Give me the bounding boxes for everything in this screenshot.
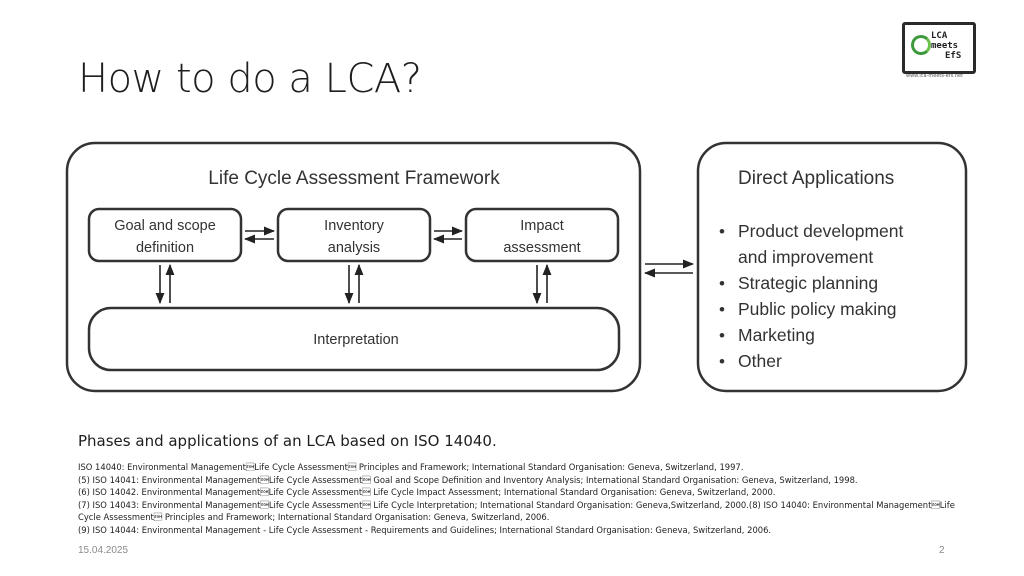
slide-page-number: 2 [939, 545, 945, 556]
goal-scope-label-1: Goal and scope [114, 218, 216, 234]
application-bullet: • [719, 352, 725, 371]
application-bullet: • [719, 274, 725, 293]
impact-label-1: Impact [520, 218, 564, 234]
reference-item: (5) ISO 14041: Environmental Management… [78, 474, 858, 485]
goal-scope-label-2: definition [136, 240, 194, 256]
logo-line-2: meets [931, 41, 959, 51]
applications-box [696, 141, 968, 393]
goal-scope-box [87, 207, 243, 263]
application-item: and improvement [738, 247, 873, 267]
diagram-caption: Phases and applications of an LCA based … [78, 432, 497, 450]
references-list: ISO 14040: Environmental ManagementLife… [78, 461, 978, 537]
logo-line-3: EfS [945, 51, 962, 61]
logo-line-1: LCA [931, 31, 948, 41]
application-item: Public policy making [738, 299, 897, 319]
slide-title: How to do a LCA? [78, 56, 422, 102]
application-bullet: • [719, 300, 725, 319]
application-item: Strategic planning [738, 273, 878, 293]
framework-title: Life Cycle Assessment Framework [208, 168, 500, 189]
impact-box [464, 207, 620, 263]
interpretation-box [87, 306, 621, 372]
application-item: Marketing [738, 325, 815, 345]
impact-label-2: assessment [503, 240, 580, 256]
interpretation-label: Interpretation [313, 332, 398, 348]
application-bullet: • [719, 222, 725, 241]
reference-item: (7) ISO 14043: Environmental Management… [78, 499, 955, 523]
logo-frame: LCA meets EfS [902, 22, 976, 74]
applications-title: Direct Applications [738, 168, 894, 189]
application-item: Product development [738, 221, 904, 241]
inventory-label-1: Inventory [324, 218, 384, 234]
recycle-icon [911, 35, 931, 55]
inventory-label-2: analysis [328, 240, 380, 256]
reference-item: (9) ISO 14044: Environmental Management … [78, 524, 772, 535]
application-item: Other [738, 351, 782, 371]
slide-date: 15.04.2025 [78, 545, 129, 556]
inventory-box [276, 207, 432, 263]
lca-meets-efs-logo: LCA meets EfS www.lca-meets-efs.net [902, 22, 976, 80]
reference-item: ISO 14040: Environmental ManagementLife… [78, 462, 744, 472]
application-bullet: • [719, 326, 725, 345]
logo-url: www.lca-meets-efs.net [906, 73, 964, 79]
logo-text: LCA meets EfS [931, 31, 961, 61]
reference-item: (6) ISO 14042. Environmental Management… [78, 487, 776, 498]
